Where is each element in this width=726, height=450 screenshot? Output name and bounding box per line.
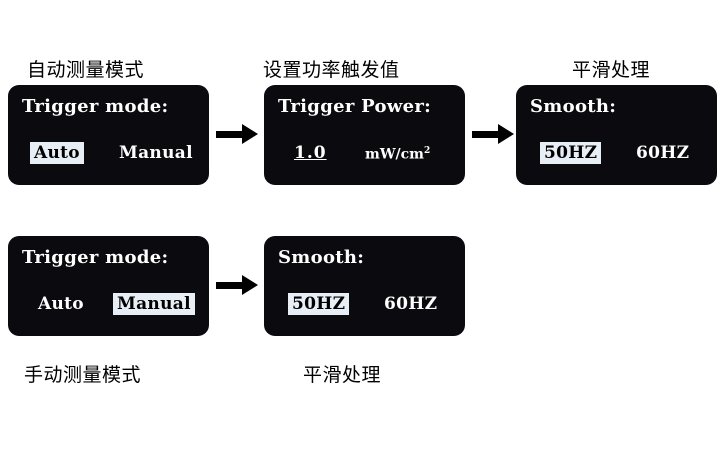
screen-trigger-mode-auto[interactable]: Trigger mode: Auto Manual — [8, 85, 209, 185]
screen-trigger-mode-manual[interactable]: Trigger mode: Auto Manual — [8, 236, 209, 336]
option-manual[interactable]: Manual — [119, 143, 193, 163]
option-auto-selected[interactable]: Auto — [30, 142, 84, 164]
screen-title: Smooth: — [278, 247, 365, 268]
caption-set-power-trigger-value: 设置功率触发值 — [263, 59, 400, 81]
arrow-right-icon-2 — [472, 124, 516, 145]
option-auto[interactable]: Auto — [38, 294, 84, 314]
screen-title: Trigger Power: — [278, 96, 432, 117]
trigger-power-value[interactable]: 1.0 — [294, 143, 327, 163]
option-manual-selected[interactable]: Manual — [113, 293, 195, 315]
trigger-power-unit: mW/cm2 — [365, 146, 430, 163]
caption-smooth-top: 平滑处理 — [572, 59, 651, 81]
arrow-right-icon-1 — [216, 124, 260, 145]
screen-title: Trigger mode: — [22, 247, 169, 268]
screen-title: Trigger mode: — [22, 96, 169, 117]
option-60hz[interactable]: 60HZ — [384, 294, 438, 314]
option-50hz-selected[interactable]: 50HZ — [288, 293, 350, 315]
screen-smooth-bottom[interactable]: Smooth: 50HZ 60HZ — [264, 236, 465, 336]
unit-exponent: 2 — [424, 146, 431, 156]
screen-smooth-top[interactable]: Smooth: 50HZ 60HZ — [516, 85, 717, 185]
caption-manual-measure-mode: 手动测量模式 — [24, 364, 142, 386]
screen-trigger-power[interactable]: Trigger Power: 1.0 mW/cm2 — [264, 85, 465, 185]
caption-smooth-bottom: 平滑处理 — [303, 364, 382, 386]
caption-auto-measure-mode: 自动测量模式 — [27, 59, 145, 81]
unit-text: mW/cm — [365, 146, 424, 163]
option-50hz-selected[interactable]: 50HZ — [540, 142, 602, 164]
option-60hz[interactable]: 60HZ — [636, 143, 690, 163]
arrow-right-icon-3 — [216, 275, 260, 296]
screen-title: Smooth: — [530, 96, 617, 117]
